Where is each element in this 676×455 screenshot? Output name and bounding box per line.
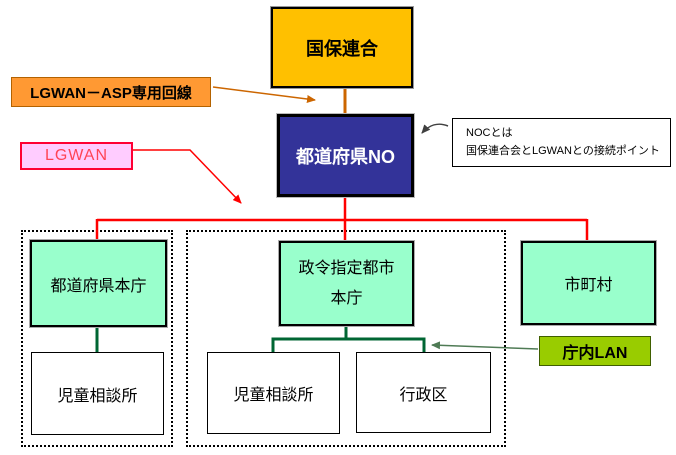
node-shichoson-label: 市町村 [564, 277, 613, 294]
node-jido-sodanjo-center: 児童相談所 [207, 352, 340, 434]
node-seirei-label-line1: 政令指定都市 [298, 259, 395, 277]
node-todofuken-no: 都道府県NO [277, 114, 414, 197]
red-network-lines [95, 196, 589, 241]
noc-arrow [421, 123, 449, 134]
node-gyoseiku: 行政区 [356, 352, 491, 433]
lgwan-asp-arrow [212, 86, 316, 103]
node-jido-sodanjo-left-label: 児童相談所 [57, 387, 138, 405]
lgwan-arrow [133, 149, 242, 204]
node-jido-sodanjo-center-label: 児童相談所 [233, 387, 314, 404]
label-chonai-lan-text: 庁内LAN [562, 345, 628, 362]
label-lgwan: LGWAN [20, 142, 133, 170]
node-todofuken-honcho-label: 都道府県本庁 [50, 277, 147, 295]
label-lgwan-asp-text: LGWAN－ASP専用回線 [30, 84, 192, 102]
node-kokuho-rengo-label: 国保連合 [306, 38, 378, 59]
node-gyoseiku-label: 行政区 [399, 386, 448, 404]
noc-note-line2: 国保連合会とLGWANとの接続ポイント [466, 144, 660, 157]
node-kokuho-rengo: 国保連合 [271, 7, 413, 88]
node-jido-sodanjo-left: 児童相談所 [31, 352, 164, 435]
node-todofuken-honcho: 都道府県本庁 [30, 240, 167, 327]
node-todofuken-no-label: 都道府県NO [296, 146, 395, 167]
label-lgwan-asp: LGWAN－ASP専用回線 [11, 77, 211, 107]
label-lgwan-text: LGWAN [44, 147, 109, 164]
noc-note: NOCとは 国保連合会とLGWANとの接続ポイント [452, 118, 671, 167]
chonai-lan-arrow [431, 341, 539, 350]
lan-lines [95, 326, 426, 352]
node-seirei-label-line2: 本庁 [330, 289, 363, 307]
noc-note-line1: NOCとは [466, 127, 513, 140]
label-chonai-lan: 庁内LAN [539, 336, 651, 366]
node-seirei-shitei-toshi: 政令指定都市 本庁 [279, 241, 414, 326]
node-shichoson: 市町村 [521, 241, 656, 325]
